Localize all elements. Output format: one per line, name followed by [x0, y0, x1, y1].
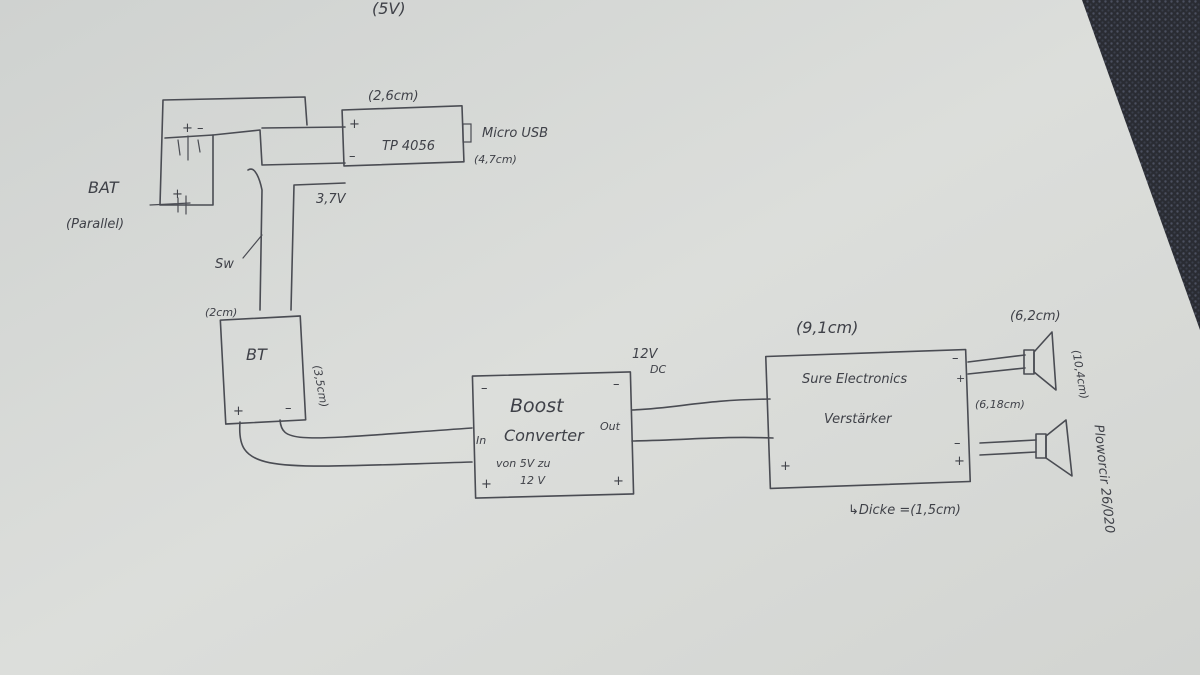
battery-plus-minus: + – [182, 121, 204, 136]
amp-right-size: (6,18cm) [975, 398, 1025, 411]
amp-plus: + [780, 459, 791, 474]
top-cut-label: (5V) [372, 0, 406, 18]
bt-label: BT [246, 345, 268, 364]
tp4056-plus: + [349, 117, 360, 132]
boost-title: Boost [510, 395, 565, 417]
speaker-size: (6,2cm) [1010, 309, 1061, 324]
amp-name-1: Sure Electronics [802, 372, 907, 387]
boost-name: Converter [504, 426, 585, 445]
dc-label: DC [650, 363, 666, 376]
bt-minus: – [285, 401, 292, 416]
usb-label: Micro USB [482, 126, 548, 141]
boost-spec-1: von 5V zu [496, 457, 551, 470]
tp4056-name: TP 4056 [382, 139, 435, 154]
usb-size: (4,7cm) [474, 153, 517, 166]
tp4056-size: (2,6cm) [368, 89, 419, 104]
tp4056-minus: – [349, 149, 356, 164]
boost-out-label: Out [600, 420, 621, 433]
bt-module: (2cm) BT (3,5cm) + – [205, 306, 331, 425]
boost-plus-left: + [481, 477, 492, 492]
wire-bt-boost [238, 419, 473, 467]
amp-plus-bottom: + [954, 454, 965, 469]
voltage-label-37: 3,7V [316, 192, 347, 207]
wire-boost-amp [631, 398, 774, 442]
wire-battery-charger: 3,7V Sw [212, 126, 347, 311]
battery-group: + – + BAT (Parallel) [66, 96, 308, 232]
battery-sub-label: (Parallel) [66, 217, 124, 232]
bt-plus: + [233, 404, 244, 419]
boost-in-label: In [476, 434, 486, 447]
amp-depth: ↳Dicke =(1,5cm) [848, 503, 961, 518]
tp4056-module: (2,6cm) + – TP 4056 Micro USB (4,7cm) [341, 89, 548, 167]
amp-minus-bottom: – [954, 436, 961, 451]
boost-converter: Boost Converter In Out von 5V zu 12 V + … [471, 347, 666, 499]
speaker-bottom [979, 419, 1073, 477]
boost-plus-right: + [613, 474, 624, 489]
boost-minus-left: – [481, 381, 488, 396]
boost-spec-2: 12 V [520, 474, 546, 487]
voltage-label-12: 12V [632, 347, 659, 362]
amp-minus-top: – [952, 351, 959, 366]
amp-name-2: Verstärker [824, 412, 893, 427]
switch-label: Sw [215, 257, 234, 272]
speaker-top [967, 331, 1057, 391]
amplifier-module: (9,1cm) Sure Electronics Verstärker + – … [764, 318, 1025, 518]
battery-small-plus: + [172, 187, 183, 202]
battery-label: BAT [88, 178, 120, 197]
boost-minus-right: – [613, 377, 620, 392]
amp-size: (9,1cm) [796, 318, 858, 337]
amp-plus-top: + [956, 372, 965, 385]
bt-size: (2cm) [205, 306, 237, 319]
